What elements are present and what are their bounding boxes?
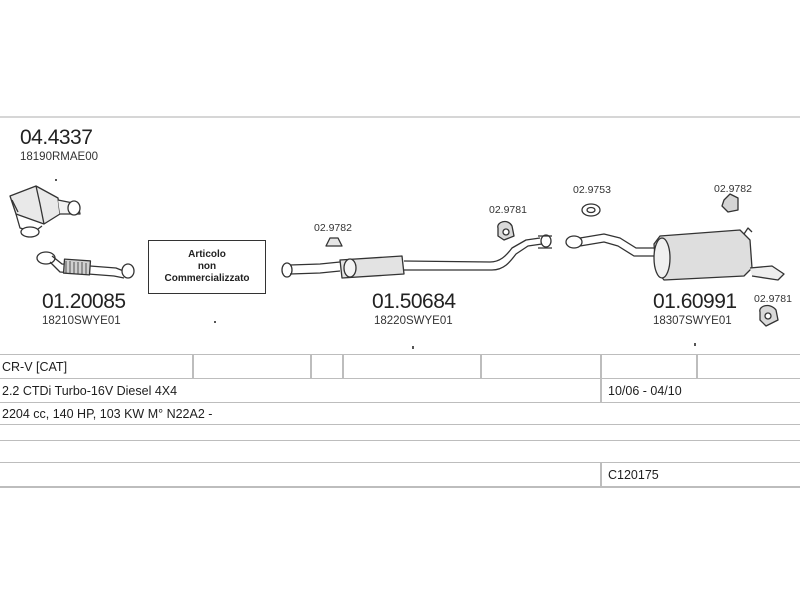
accessory-code: 02.9782	[314, 222, 352, 234]
catalytic-converter-part[interactable]	[9, 185, 81, 238]
part-code-front-pipe: 01.20085	[42, 290, 126, 313]
table-row-engine: 2.2 CTDi Turbo-16V Diesel 4X4 10/06 - 04…	[0, 378, 800, 403]
rear-silencer-part[interactable]	[565, 227, 785, 281]
hanger-accessory[interactable]	[497, 220, 515, 241]
hanger-accessory-2[interactable]	[759, 304, 779, 327]
part-code-catalyst: 04.4337	[20, 126, 93, 149]
accessory-code: 02.9781	[754, 293, 792, 305]
production-years: 10/06 - 04/10	[608, 384, 682, 398]
not-commercialized-notice: Articolo non Commercializzato	[148, 240, 266, 294]
middle-silencer-part[interactable]	[281, 234, 552, 279]
accessory-code: 02.9753	[573, 184, 611, 196]
oem-number-catalyst: 18190RMAE00	[20, 151, 98, 163]
reference-code: C120175	[608, 468, 659, 482]
gasket-accessory[interactable]	[581, 203, 601, 217]
vehicle-model: CR-V [CAT]	[2, 360, 68, 374]
accessory-code: 02.9782	[714, 183, 752, 195]
oem-number-middle-silencer: 18220SWYE01	[374, 315, 453, 327]
part-code-middle-silencer: 01.50684	[372, 290, 456, 313]
engine-specs: 2204 cc, 140 HP, 103 KW M° N22A2 -	[2, 407, 213, 421]
table-row-blank	[0, 440, 800, 463]
table-row-reference: C120175	[0, 462, 800, 487]
notice-line: Articolo	[188, 249, 226, 260]
table-row-blank	[0, 424, 800, 441]
front-pipe-part[interactable]	[36, 251, 135, 279]
oem-number-front-pipe: 18210SWYE01	[42, 315, 121, 327]
exhaust-system-drawing	[9, 179, 785, 349]
table-bottom-border	[0, 486, 800, 488]
engine-description: 2.2 CTDi Turbo-16V Diesel 4X4	[2, 384, 178, 398]
part-code-rear-silencer: 01.60991	[653, 290, 737, 313]
rubber-mount-accessory-2[interactable]	[721, 193, 739, 213]
accessory-code: 02.9781	[489, 204, 527, 216]
table-row-specs: 2204 cc, 140 HP, 103 KW M° N22A2 -	[0, 402, 800, 425]
top-divider	[0, 116, 800, 118]
notice-line: non	[197, 261, 217, 272]
rubber-mount-accessory[interactable]	[325, 237, 343, 247]
oem-number-rear-silencer: 18307SWYE01	[653, 315, 732, 327]
table-row-model: CR-V [CAT]	[0, 354, 800, 379]
notice-line: Commercializzato	[164, 273, 250, 284]
